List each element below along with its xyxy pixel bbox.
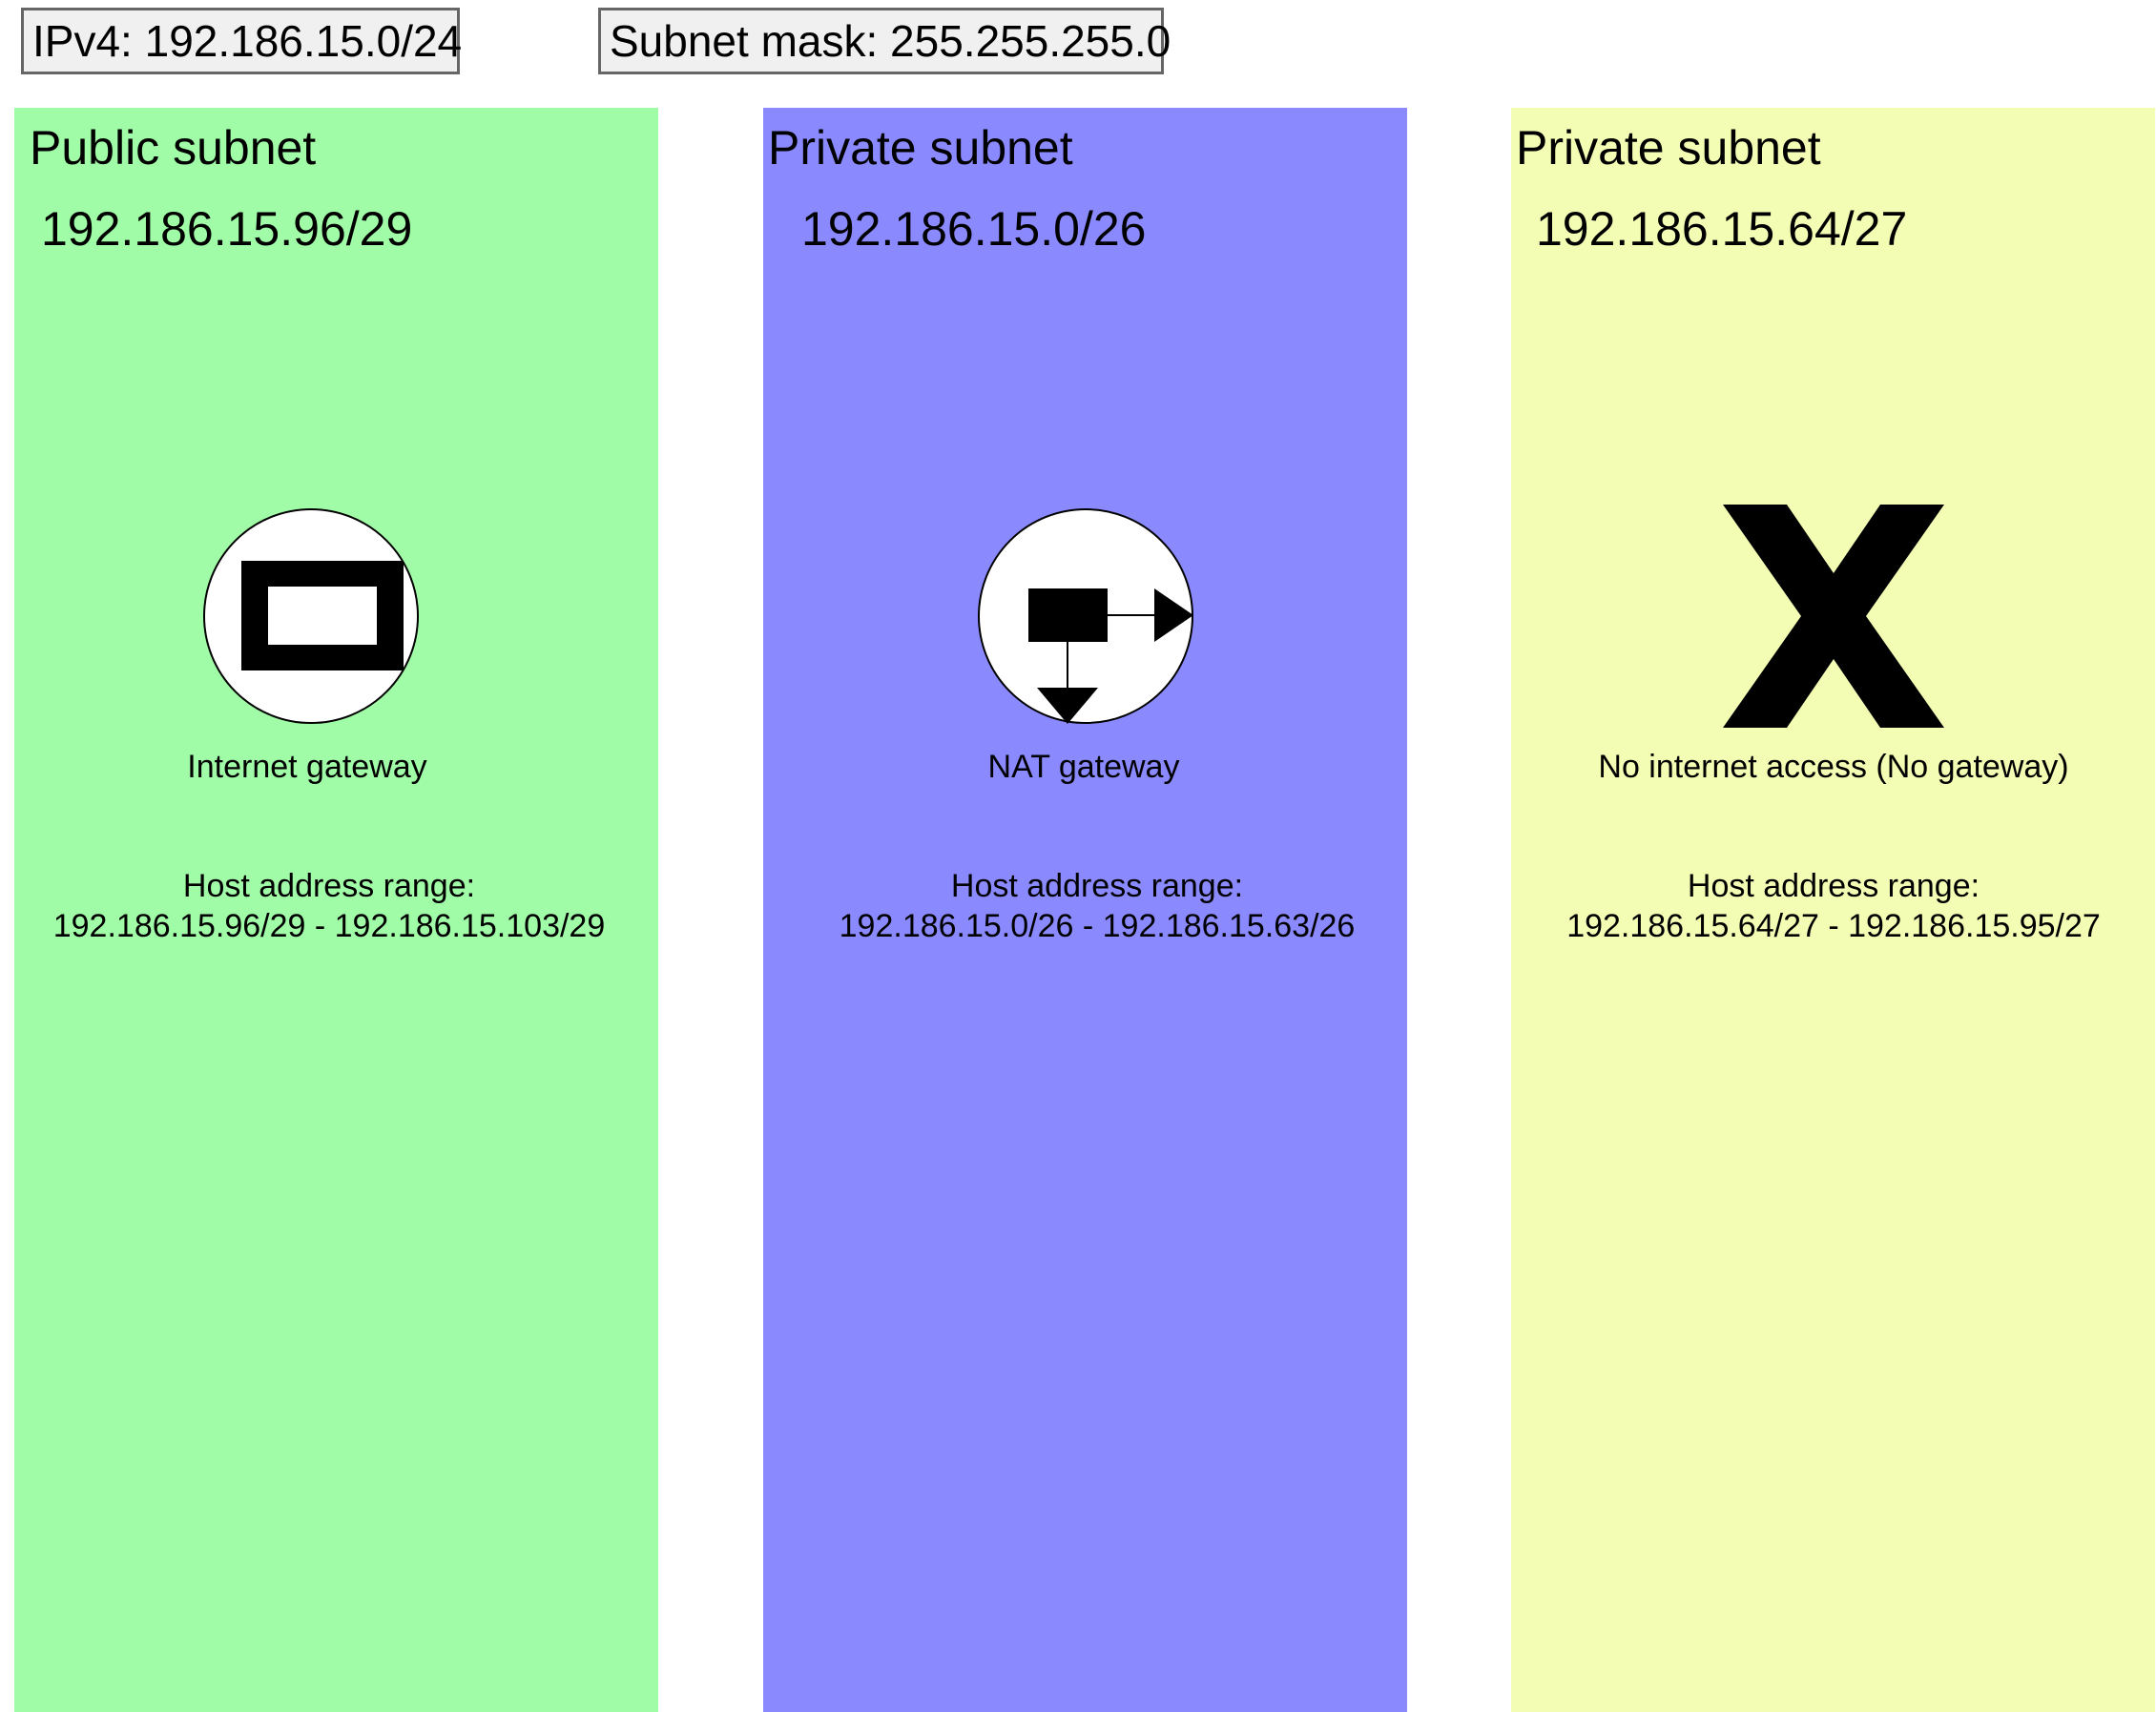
subnet-title: Private subnet bbox=[768, 121, 1073, 175]
gateway-label: Internet gateway bbox=[187, 749, 427, 785]
subnet-cidr: 192.186.15.96/29 bbox=[41, 202, 413, 256]
host-range-value: 192.186.15.0/26 - 192.186.15.63/26 bbox=[839, 908, 1356, 944]
host-range-label: Host address range: bbox=[1687, 868, 1980, 904]
private-subnet-isolated-panel: Private subnet 192.186.15.64/27 No inter… bbox=[1511, 108, 2155, 1712]
nat-gateway-icon bbox=[976, 506, 1197, 731]
host-range-value: 192.186.15.96/29 - 192.186.15.103/29 bbox=[52, 908, 606, 944]
host-range-value: 192.186.15.64/27 - 192.186.15.95/27 bbox=[1566, 908, 2101, 944]
host-range-label: Host address range: bbox=[182, 868, 476, 904]
host-range-label: Host address range: bbox=[950, 868, 1244, 904]
subnet-cidr: 192.186.15.64/27 bbox=[1536, 202, 1908, 256]
no-access-x-icon bbox=[1723, 505, 1944, 732]
subnet-title: Private subnet bbox=[1516, 121, 1821, 175]
gateway-label: NAT gateway bbox=[987, 749, 1180, 785]
subnet-title: Public subnet bbox=[30, 121, 317, 175]
gateway-label: No internet access (No gateway) bbox=[1598, 749, 2069, 785]
host-address-range: Host address range: 192.186.15.0/26 - 19… bbox=[763, 866, 1431, 946]
ipv4-label: IPv4: 192.186.15.0/24 bbox=[21, 8, 462, 74]
private-subnet-nat-panel: Private subnet 192.186.15.0/26 NAT gatew… bbox=[763, 108, 1407, 1712]
internet-gateway-icon bbox=[201, 506, 421, 731]
public-subnet-panel: Public subnet 192.186.15.96/29 Internet … bbox=[14, 108, 658, 1712]
subnet-cidr: 192.186.15.0/26 bbox=[801, 202, 1147, 256]
subnet-mask-label: Subnet mask: 255.255.255.0 bbox=[598, 8, 1171, 74]
host-address-range: Host address range: 192.186.15.64/27 - 1… bbox=[1511, 866, 2156, 946]
host-address-range: Host address range: 192.186.15.96/29 - 1… bbox=[14, 866, 644, 946]
